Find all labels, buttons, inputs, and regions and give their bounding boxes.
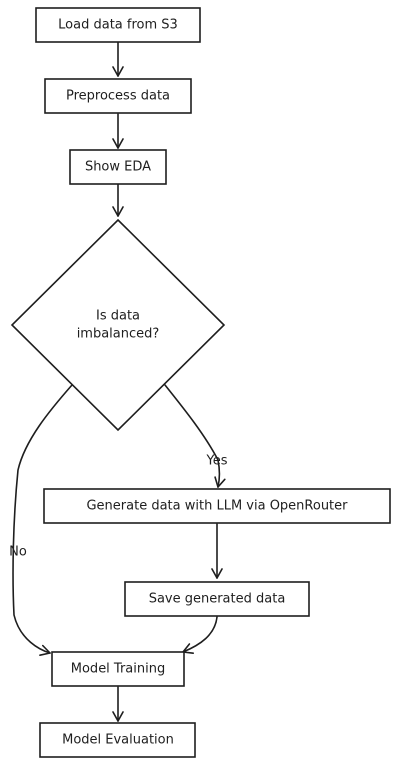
yes-edge-label: Yes: [206, 454, 228, 469]
node-show-eda: Show EDA: [69, 149, 167, 185]
node-save-generated-data: Save generated data: [124, 581, 310, 617]
node-decision-imbalanced: Is data imbalanced?: [10, 218, 226, 432]
edge-save-to-training: [182, 616, 218, 654]
no-edge-label: No: [9, 545, 27, 560]
node-model-training: Model Training: [51, 651, 185, 687]
node-decision-line2: imbalanced?: [77, 327, 160, 342]
node-load-data: Load data from S3: [35, 7, 201, 43]
node-generate-data-label: Generate data with LLM via OpenRouter: [86, 499, 348, 514]
node-load-data-label: Load data from S3: [58, 18, 178, 33]
edge-decision-yes-to-generate: [164, 384, 226, 488]
node-decision-line1: Is data: [96, 309, 140, 324]
node-model-evaluation-label: Model Evaluation: [62, 733, 174, 748]
node-model-training-label: Model Training: [71, 662, 165, 677]
node-show-eda-label: Show EDA: [85, 160, 151, 175]
node-preprocess-data-label: Preprocess data: [66, 89, 170, 104]
node-preprocess-data: Preprocess data: [44, 78, 192, 114]
node-generate-data: Generate data with LLM via OpenRouter: [43, 488, 391, 524]
node-model-evaluation: Model Evaluation: [39, 722, 196, 758]
node-save-generated-data-label: Save generated data: [149, 592, 286, 607]
edge-decision-no-to-training: [12, 384, 73, 656]
